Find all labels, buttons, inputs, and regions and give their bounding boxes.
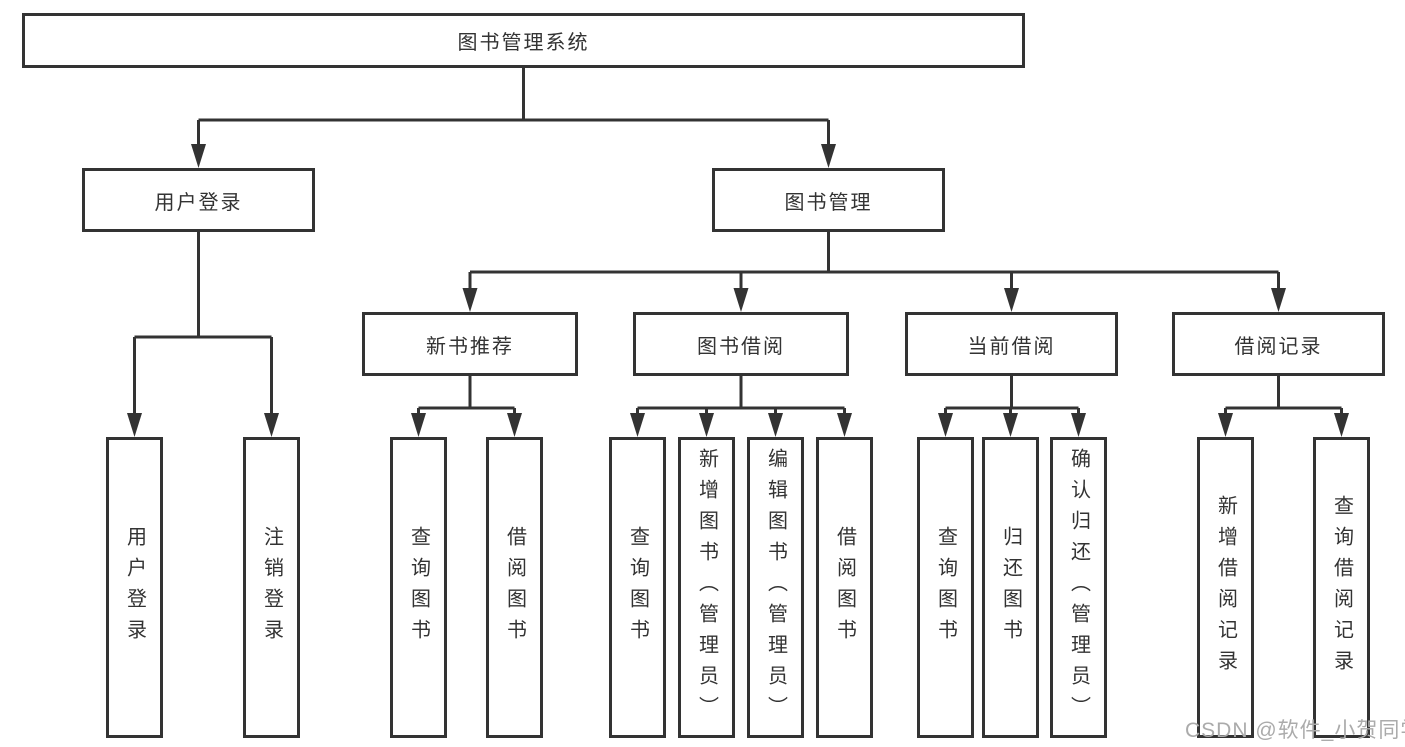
leaf-user-login: 用户登录 — [106, 437, 163, 738]
node-label: 借阅记录 — [1234, 335, 1323, 358]
node-new-book-recommend: 新书推荐 — [362, 312, 578, 376]
node-label: 图书管理 — [784, 191, 873, 214]
leaf-label: 确认归还（管理员） — [1067, 448, 1090, 727]
leaf-query-books-3: 查询图书 — [917, 437, 974, 738]
node-label: 图书借阅 — [697, 335, 785, 358]
leaf-label: 归还图书 — [999, 525, 1022, 650]
csdn-watermark: CSDN @软件_小贺同学 — [1185, 719, 1405, 742]
node-label: 用户登录 — [154, 191, 243, 214]
node-label: 新书推荐 — [426, 335, 514, 358]
leaf-borrow-books-2: 借阅图书 — [816, 437, 873, 738]
leaf-edit-books-admin: 编辑图书（管理员） — [747, 437, 804, 738]
node-label: 当前借阅 — [967, 335, 1056, 358]
leaf-return-books: 归还图书 — [982, 437, 1039, 738]
leaf-label: 用户登录 — [123, 525, 146, 650]
leaf-query-books-2: 查询图书 — [609, 437, 666, 738]
leaf-label: 借阅图书 — [833, 525, 856, 650]
leaf-label: 查询图书 — [407, 525, 430, 650]
node-current-borrow: 当前借阅 — [905, 312, 1118, 376]
node-library-management-system: 图书管理系统 — [22, 13, 1025, 68]
leaf-label: 编辑图书（管理员） — [764, 448, 787, 727]
leaf-query-borrow-record: 查询借阅记录 — [1313, 437, 1370, 738]
leaf-label: 查询图书 — [626, 525, 649, 650]
node-borrow-records: 借阅记录 — [1172, 312, 1385, 376]
leaf-add-books-admin: 新增图书（管理员） — [678, 437, 735, 738]
leaf-label: 查询借阅记录 — [1330, 494, 1353, 681]
node-user-login: 用户登录 — [82, 168, 315, 232]
leaf-label: 借阅图书 — [503, 525, 526, 650]
leaf-label: 新增图书（管理员） — [695, 448, 718, 727]
node-label: 图书管理系统 — [457, 32, 590, 54]
leaf-confirm-return-admin: 确认归还（管理员） — [1050, 437, 1107, 738]
node-book-management: 图书管理 — [712, 168, 945, 232]
node-book-borrow: 图书借阅 — [633, 312, 849, 376]
leaf-label: 注销登录 — [260, 525, 283, 650]
leaf-label: 查询图书 — [934, 525, 957, 650]
leaf-logout: 注销登录 — [243, 437, 300, 738]
leaf-borrow-books-1: 借阅图书 — [486, 437, 543, 738]
leaf-add-borrow-record: 新增借阅记录 — [1197, 437, 1254, 738]
leaf-label: 新增借阅记录 — [1214, 494, 1237, 681]
leaf-query-books-1: 查询图书 — [390, 437, 447, 738]
